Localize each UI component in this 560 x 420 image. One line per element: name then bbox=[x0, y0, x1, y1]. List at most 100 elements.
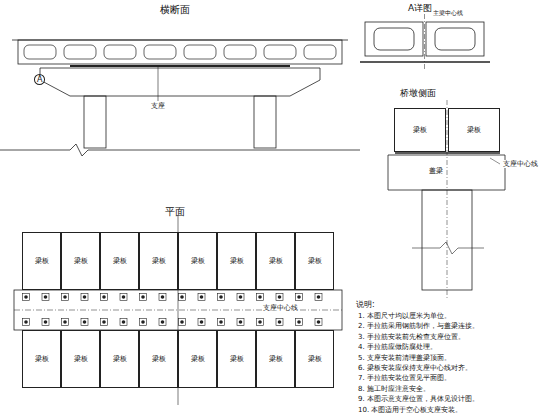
note-line: 5. 支座安装前清理盖梁顶面。 bbox=[358, 354, 451, 362]
note-line: 3. 手拉筋安装前先检查支座位置。 bbox=[358, 333, 465, 341]
bearing-pad bbox=[179, 294, 186, 301]
note-line: 2. 手拉筋采用钢筋制作，与盖梁连接。 bbox=[358, 322, 479, 330]
bearing-pad bbox=[276, 294, 283, 301]
beam-plate: 梁板 bbox=[178, 232, 217, 290]
hollow-cell bbox=[64, 45, 96, 59]
beam-label: 梁板 bbox=[35, 354, 49, 364]
bearing-row bbox=[395, 152, 500, 154]
hollow bbox=[435, 28, 475, 50]
note-line: 7. 手拉筋安装位置见平面图。 bbox=[358, 374, 451, 382]
centerline-label: 支座中心线 bbox=[502, 160, 539, 168]
bearing-pad bbox=[315, 294, 322, 301]
hollow bbox=[374, 28, 414, 50]
beam-plate: 梁板 bbox=[22, 330, 61, 388]
view-title: 平面 bbox=[165, 206, 185, 218]
bearing-pad bbox=[218, 294, 225, 301]
beam-plate: 梁板 bbox=[139, 232, 178, 290]
view-title: 横断面 bbox=[160, 4, 190, 16]
bearing-pad bbox=[276, 319, 283, 326]
beam-label: 梁板 bbox=[413, 125, 427, 135]
beam-label: 梁板 bbox=[230, 256, 244, 266]
beam-label: 梁板 bbox=[35, 256, 49, 266]
beam-label: 梁板 bbox=[191, 256, 205, 266]
hollow-cell bbox=[264, 45, 296, 59]
centerline-label: 支座中心线 bbox=[262, 304, 299, 312]
bearing-row bbox=[360, 61, 490, 63]
column bbox=[84, 96, 106, 148]
beam-plate: 梁板 bbox=[295, 232, 334, 290]
hollow-cell bbox=[224, 45, 256, 59]
hollow-cell bbox=[304, 45, 336, 59]
bearing-pad bbox=[296, 294, 303, 301]
beam-label: 梁板 bbox=[113, 256, 127, 266]
beam-plate: 梁板 bbox=[256, 232, 295, 290]
part-label: 盖梁 bbox=[428, 167, 444, 175]
beam-label: 梁板 bbox=[467, 125, 481, 135]
beam-plate: 梁板 bbox=[217, 232, 256, 290]
beam-label: 梁板 bbox=[152, 256, 166, 266]
view-title: 桥墩侧面 bbox=[400, 88, 436, 98]
view-title: A详图 bbox=[408, 3, 432, 13]
beam-plate: 梁板 bbox=[61, 232, 100, 290]
beam-label: 梁板 bbox=[191, 354, 205, 364]
bearing-pad bbox=[159, 319, 166, 326]
deck-top bbox=[12, 40, 348, 41]
beam-plate: 梁板 bbox=[256, 330, 295, 388]
note-line: 4. 手拉筋应做防腐处理。 bbox=[358, 343, 437, 351]
leader bbox=[490, 158, 500, 164]
beam-plate: 梁板 bbox=[217, 330, 256, 388]
beam-plate: 梁板 bbox=[61, 330, 100, 388]
beam-label: 梁板 bbox=[269, 354, 283, 364]
part-label: 支座 bbox=[150, 102, 166, 110]
bearing-pad bbox=[120, 319, 127, 326]
bearing-pad bbox=[296, 319, 303, 326]
bearing-pad bbox=[257, 294, 264, 301]
bearing-pad bbox=[42, 294, 49, 301]
leader bbox=[158, 66, 159, 101]
beam-label: 梁板 bbox=[152, 354, 166, 364]
break-line bbox=[412, 242, 484, 254]
beam-label: 梁板 bbox=[74, 354, 88, 364]
beam-plate: 梁板 bbox=[394, 108, 446, 152]
slab bbox=[426, 22, 484, 56]
beam-plate: 梁板 bbox=[100, 232, 139, 290]
column bbox=[254, 96, 276, 148]
beam-label: 梁板 bbox=[308, 354, 322, 364]
slab bbox=[365, 22, 423, 56]
hollow-cell bbox=[144, 45, 176, 59]
beam-label: 梁板 bbox=[308, 256, 322, 266]
note-line: 9. 本图示意支座位置，具体见设计图。 bbox=[358, 395, 479, 403]
beam-label: 梁板 bbox=[269, 256, 283, 266]
bearing-pad bbox=[62, 294, 69, 301]
bearing-pad bbox=[101, 319, 108, 326]
bearing-pad bbox=[237, 294, 244, 301]
notes-heading: 说明: bbox=[356, 300, 375, 309]
beam-plate: 梁板 bbox=[448, 108, 500, 152]
bearing-pad bbox=[23, 294, 30, 301]
bearing-row bbox=[70, 65, 290, 67]
bearing-pad bbox=[101, 294, 108, 301]
bearing-pad bbox=[62, 319, 69, 326]
hollow-cell bbox=[184, 45, 216, 59]
hollow-cell bbox=[24, 45, 56, 59]
bearing-pad bbox=[237, 319, 244, 326]
bearing-pad bbox=[140, 294, 147, 301]
hollow-cell bbox=[104, 45, 136, 59]
beam-plate: 梁板 bbox=[100, 330, 139, 388]
bearing-pad bbox=[315, 319, 322, 326]
bearing-pad bbox=[218, 319, 225, 326]
bearing-pad bbox=[140, 319, 147, 326]
bearing-pad bbox=[179, 319, 186, 326]
note-line: 6. 梁板安装应保持支座中心线对齐。 bbox=[358, 364, 472, 372]
beam-label: 梁板 bbox=[113, 354, 127, 364]
beam-plate: 梁板 bbox=[178, 330, 217, 388]
bearing-pad bbox=[198, 294, 205, 301]
pier-cap bbox=[40, 68, 320, 96]
beam-label: 梁板 bbox=[230, 354, 244, 364]
deck-slab bbox=[18, 40, 342, 64]
note-line: 10. 本图适用于空心板支座安装。 bbox=[358, 406, 462, 414]
bearing-pad bbox=[120, 294, 127, 301]
bearing-pad bbox=[198, 319, 205, 326]
centerline-label: 主梁中心线 bbox=[432, 10, 464, 17]
bearing-pad bbox=[257, 319, 264, 326]
